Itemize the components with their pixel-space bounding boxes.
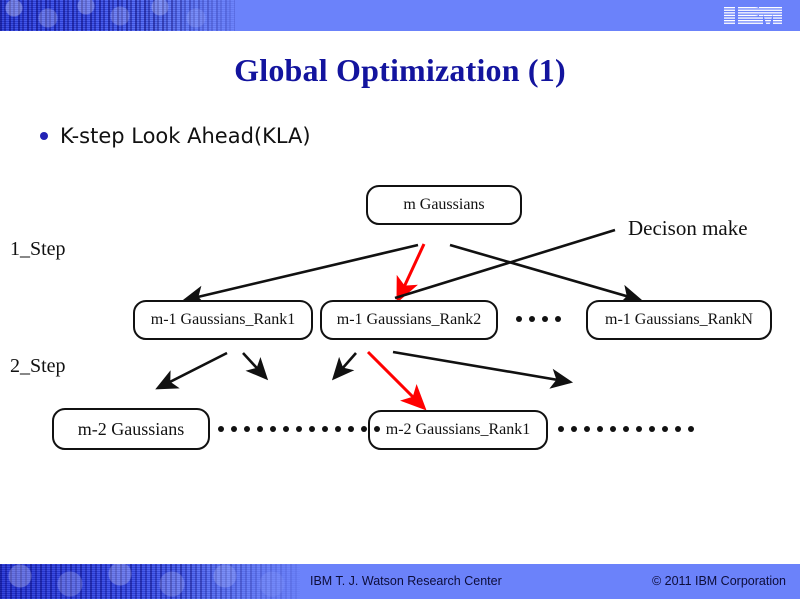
edge-rank1-to-m2 xyxy=(155,351,228,390)
header-pattern-fade xyxy=(150,0,270,31)
edge-rank1-to-unnamed xyxy=(242,352,269,381)
ellipsis-dot xyxy=(610,426,616,432)
edge-rank2-to-m2rank1-highlight xyxy=(366,350,427,411)
ellipsis-dot xyxy=(348,426,354,432)
edge-root-to-rankN xyxy=(449,243,643,305)
footer-pattern-fade xyxy=(180,564,330,599)
ellipsis-dot xyxy=(322,426,328,432)
bullet-item-label: K-step Look Ahead(KLA) xyxy=(60,124,311,148)
decision-make-annotation: Decison make xyxy=(628,216,748,240)
step-label-2: 2_Step xyxy=(10,355,66,377)
footer-center-text: IBM T. J. Watson Research Center xyxy=(310,574,502,588)
ellipsis-dot xyxy=(231,426,237,432)
ellipsis-dot xyxy=(283,426,289,432)
edge-rank2-to-unnamed-right xyxy=(392,350,574,389)
bullet-list-item: K-step Look Ahead(KLA) xyxy=(40,124,311,148)
ellipsis-dot xyxy=(675,426,681,432)
ellipsis-dot xyxy=(218,426,224,432)
page-title: Global Optimization (1) xyxy=(234,52,566,88)
ellipsis-dot xyxy=(555,316,561,322)
ellipsis-dots-row1 xyxy=(516,316,561,322)
ellipsis-dot xyxy=(529,316,535,322)
ellipsis-dot xyxy=(244,426,250,432)
ellipsis-dot xyxy=(270,426,276,432)
ellipsis-dot xyxy=(374,426,380,432)
ellipsis-dot xyxy=(636,426,642,432)
footer-copyright-text: © 2011 IBM Corporation xyxy=(651,574,786,588)
ellipsis-dot xyxy=(257,426,263,432)
node-m1-gaussians-rankn[interactable]: m-1 Gaussians_RankN xyxy=(586,300,772,340)
node-m1-gaussians-rank1[interactable]: m-1 Gaussians_Rank1 xyxy=(133,300,313,340)
ellipsis-dot xyxy=(662,426,668,432)
ellipsis-dot xyxy=(649,426,655,432)
edge-root-to-rank2-highlight xyxy=(396,243,426,304)
edge-decision-annotation xyxy=(394,228,616,300)
ellipsis-dot xyxy=(361,426,367,432)
node-m1-gaussians-rank2[interactable]: m-1 Gaussians_Rank2 xyxy=(320,300,498,340)
ellipsis-dot xyxy=(688,426,694,432)
diagram-edges-layer xyxy=(155,228,643,411)
ellipsis-dot xyxy=(597,426,603,432)
ellipsis-dots-row2-left xyxy=(218,426,380,432)
ellipsis-dot xyxy=(542,316,548,322)
edge-rank2-to-unnamed-left xyxy=(331,352,357,381)
ellipsis-dot xyxy=(296,426,302,432)
ellipsis-dot xyxy=(335,426,341,432)
kla-tree-diagram: m Gaussians m-1 Gaussians_Rank1 m-1 Gaus… xyxy=(0,160,800,490)
ellipsis-dot xyxy=(571,426,577,432)
ellipsis-dot xyxy=(623,426,629,432)
node-m-gaussians[interactable]: m Gaussians xyxy=(366,185,522,225)
footer-banner: IBM T. J. Watson Research Center © 2011 … xyxy=(0,564,800,599)
edge-root-to-rank1 xyxy=(181,243,419,306)
ellipsis-dot xyxy=(558,426,564,432)
node-m2-gaussians-rank1[interactable]: m-2 Gaussians_Rank1 xyxy=(368,410,548,450)
step-label-1: 1_Step xyxy=(10,238,66,260)
header-banner xyxy=(0,0,800,31)
ibm-logo-icon xyxy=(724,7,782,24)
ellipsis-dots-row2-right xyxy=(558,426,694,432)
ellipsis-dot xyxy=(516,316,522,322)
bullet-marker-icon xyxy=(40,132,48,140)
ellipsis-dot xyxy=(309,426,315,432)
ellipsis-dot xyxy=(584,426,590,432)
node-m2-gaussians[interactable]: m-2 Gaussians xyxy=(52,408,210,450)
